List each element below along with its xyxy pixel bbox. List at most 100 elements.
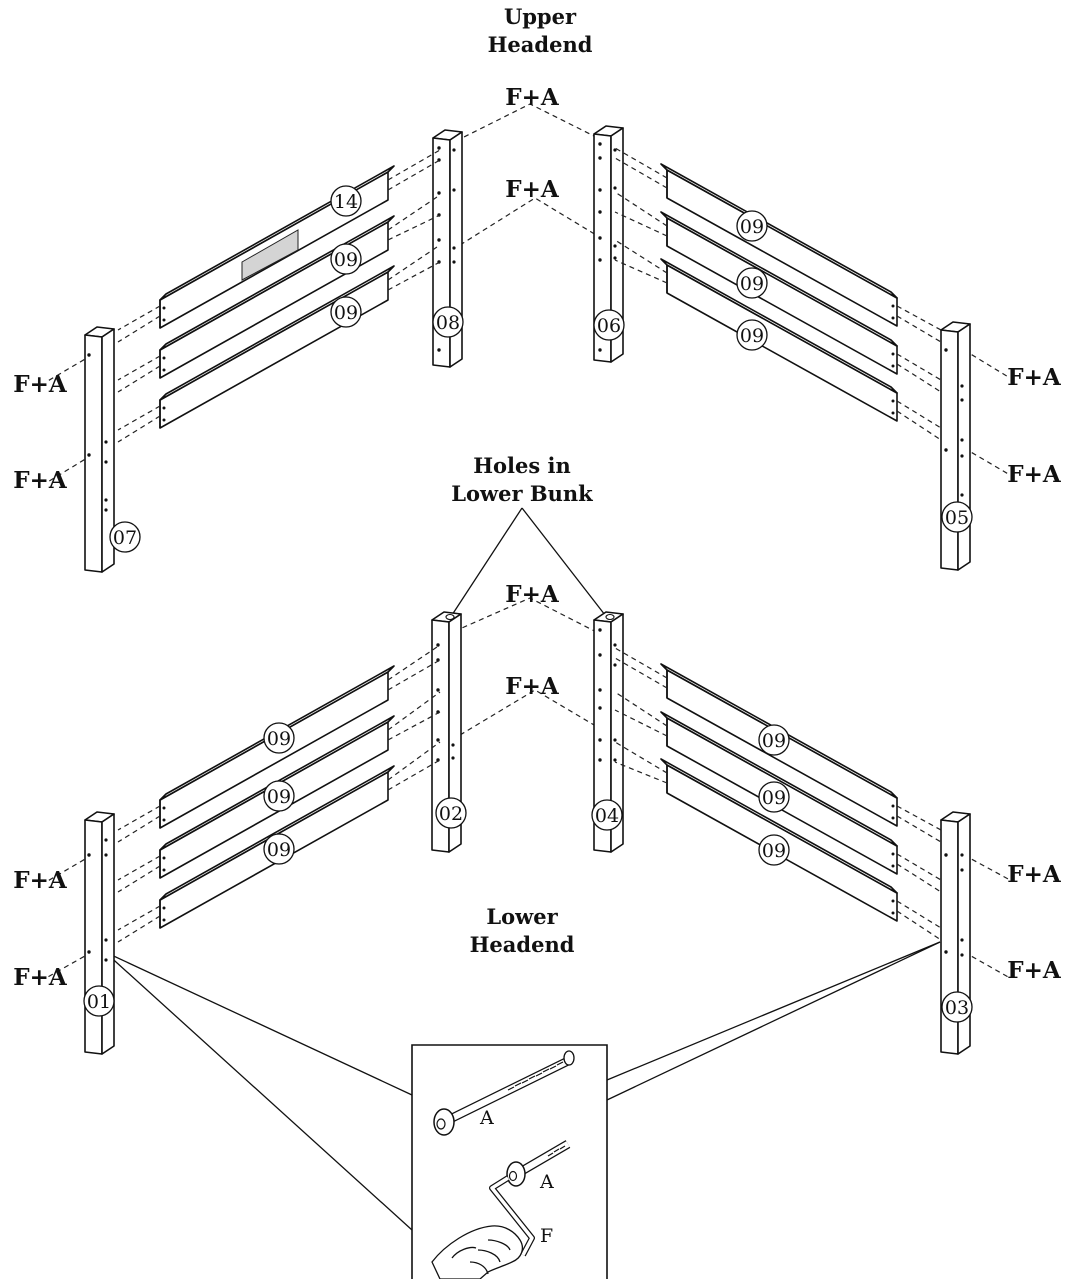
svg-text:09: 09: [267, 728, 291, 750]
hole: [104, 938, 108, 942]
hole: [960, 438, 964, 442]
holes-pointer-lines: [451, 507, 606, 616]
hole: [452, 260, 456, 264]
hole: [960, 953, 964, 957]
connector-line: [387, 741, 441, 781]
connector-line: [387, 644, 441, 681]
connector-line: [117, 905, 161, 931]
hole: [104, 508, 108, 512]
svg-text:14: 14: [334, 191, 358, 213]
svg-text:09: 09: [740, 216, 764, 238]
hole: [598, 653, 602, 657]
post: [431, 611, 462, 853]
hole: [162, 906, 166, 910]
connector-line: [896, 805, 942, 831]
bolt-icon: [433, 1050, 575, 1136]
hole: [613, 663, 617, 667]
hole: [891, 911, 895, 915]
fastener-label: F+A: [13, 467, 68, 494]
upper-headend-title-line2: Headend: [488, 32, 593, 57]
hole: [437, 191, 441, 195]
hole: [944, 348, 948, 352]
hole: [598, 758, 602, 762]
hole: [452, 188, 456, 192]
post: [940, 321, 971, 571]
svg-text:09: 09: [762, 730, 786, 752]
hole: [437, 146, 441, 150]
hole: [891, 316, 895, 320]
connector-line: [896, 400, 942, 429]
post-side: [610, 127, 624, 363]
hole: [451, 743, 455, 747]
headings: Upper Headend Holes in Lower Bunk Lower …: [451, 4, 593, 957]
fastener-label: F+A: [13, 964, 68, 991]
hole: [162, 806, 166, 810]
hole: [87, 453, 91, 457]
connector-line: [614, 761, 668, 784]
svg-text:09: 09: [762, 787, 786, 809]
post-side: [610, 613, 624, 853]
rail-top: [660, 711, 898, 847]
connector-line: [117, 355, 161, 381]
hole: [437, 348, 441, 352]
hole: [891, 411, 895, 415]
connector-line: [896, 410, 942, 441]
post-side: [101, 813, 115, 1055]
holes-label-line1: Holes in: [473, 453, 571, 478]
part-badge-09: 09: [758, 781, 790, 813]
hole: [598, 236, 602, 240]
svg-text:09: 09: [267, 786, 291, 808]
hole: [162, 818, 166, 822]
bolt-label: A: [539, 1171, 554, 1193]
post: [84, 811, 115, 1055]
hole: [104, 838, 108, 842]
connector-line: [387, 244, 441, 281]
hole: [598, 210, 602, 214]
hole: [960, 384, 964, 388]
fastener-label: F+A: [1007, 364, 1062, 391]
connector-line: [896, 815, 942, 843]
detail-callout-lines: [104, 941, 941, 1231]
post-face: [940, 329, 959, 571]
post-side: [448, 613, 462, 853]
connector-line: [614, 211, 668, 237]
connector-line: [614, 741, 668, 774]
hole: [162, 868, 166, 872]
connector-line: [117, 365, 161, 393]
upper-headend-title-line1: Upper: [504, 4, 577, 29]
connector-line: [387, 214, 441, 241]
connector-line: [387, 711, 441, 741]
fastener-label: F+A: [13, 867, 68, 894]
rail: [660, 163, 898, 327]
post: [593, 611, 624, 853]
part-badge-09: 09: [330, 296, 362, 328]
hole: [436, 738, 440, 742]
connector-line: [614, 191, 668, 227]
connector-line: [117, 865, 161, 893]
post-side: [957, 323, 971, 571]
hole: [162, 418, 166, 422]
part-badge-09: 09: [758, 834, 790, 866]
hole: [162, 406, 166, 410]
svg-text:02: 02: [439, 803, 463, 825]
svg-text:09: 09: [334, 249, 358, 271]
svg-text:09: 09: [740, 325, 764, 347]
top-hole: [445, 613, 455, 621]
connector-line: [614, 657, 668, 689]
connector-line: [117, 315, 161, 343]
hole: [613, 738, 617, 742]
lower-headend-title-line1: Lower: [486, 904, 558, 929]
rail-top: [660, 163, 898, 299]
hole: [960, 853, 964, 857]
svg-text:07: 07: [113, 527, 137, 549]
hole: [960, 493, 964, 497]
connector-line: [387, 691, 441, 731]
connector-line: [614, 647, 668, 679]
hole: [162, 318, 166, 322]
fastener-label: F+A: [1007, 461, 1062, 488]
hole: [104, 440, 108, 444]
hole: [598, 738, 602, 742]
svg-text:09: 09: [762, 840, 786, 862]
hole: [162, 368, 166, 372]
connector-line: [117, 805, 161, 831]
